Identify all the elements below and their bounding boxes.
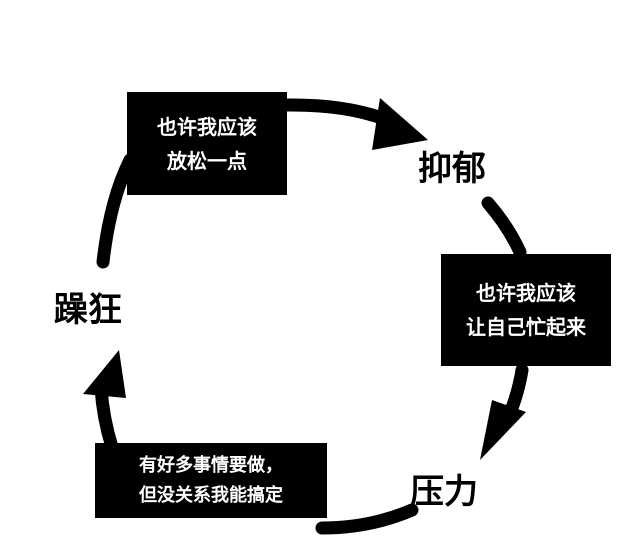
arc-bottom <box>315 503 419 535</box>
thought-get-busy-line-1: 也许我应该 <box>476 281 576 305</box>
state-mania-label: 躁狂 <box>54 290 122 330</box>
arc-left-lower <box>94 381 119 454</box>
arc-left-upper <box>96 153 137 269</box>
arrow-head-to-mania <box>83 350 126 398</box>
arrow-head-to-pressure <box>480 400 526 460</box>
thought-box-relax: 也许我应该 放松一点 <box>127 92 287 195</box>
thought-lots-to-do-line-2: 但没关系我能搞定 <box>139 484 283 506</box>
thought-relax-line-2: 放松一点 <box>167 148 247 173</box>
thought-box-get-busy: 也许我应该 让自己忙起来 <box>441 254 611 366</box>
thought-box-lots-to-do: 有好多事情要做， 但没关系我能搞定 <box>95 443 327 518</box>
state-pressure-label: 压力 <box>410 472 478 512</box>
state-depression-label: 抑郁 <box>418 149 486 189</box>
arc-top <box>278 98 399 129</box>
thought-lots-to-do-line-1: 有好多事情要做， <box>139 454 283 476</box>
arrow-head-to-depression <box>372 98 428 150</box>
thought-relax-line-1: 也许我应该 <box>157 114 257 139</box>
arc-right-upper <box>481 196 527 259</box>
thought-get-busy-line-2: 让自己忙起来 <box>466 315 586 339</box>
